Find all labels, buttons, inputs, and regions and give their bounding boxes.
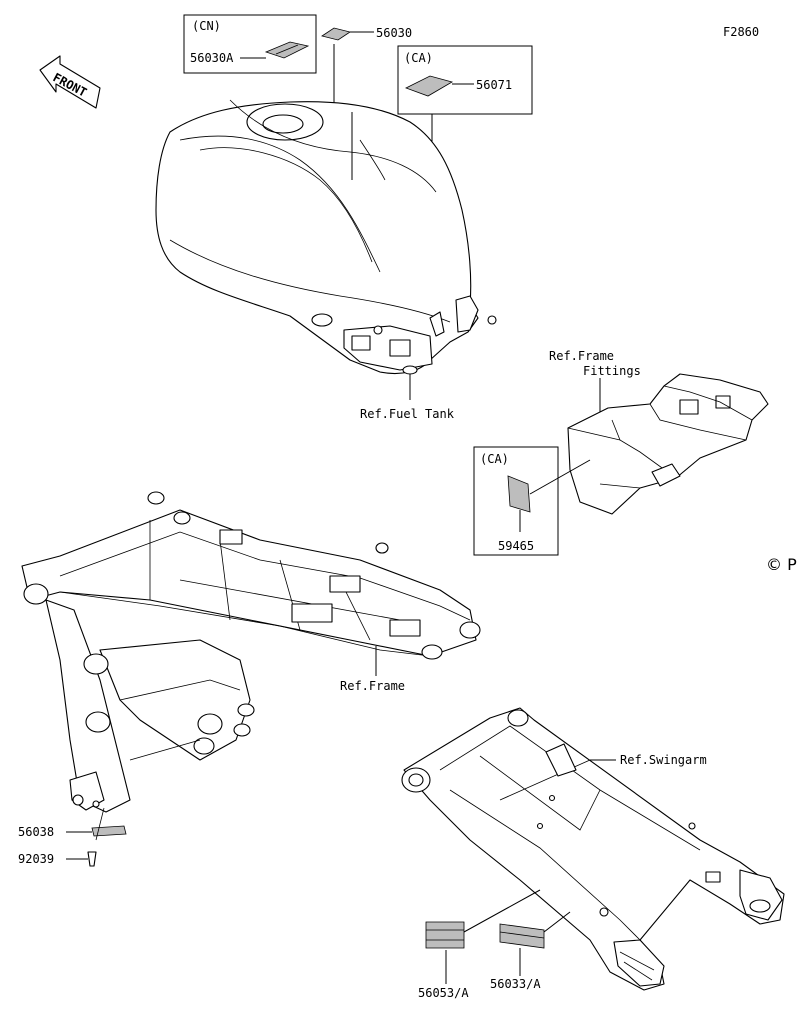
ref-frame-fittings-line2: Fittings <box>583 364 641 378</box>
part-56030-label: 56030 <box>376 26 412 40</box>
part-56033: 56033/A <box>490 911 571 991</box>
part-56038: 56038 <box>18 807 127 841</box>
part-92039: 92039 <box>18 851 97 867</box>
frame <box>21 491 481 813</box>
part-56033-label: 56033/A <box>490 977 541 991</box>
copyright-mark: © P <box>766 555 797 574</box>
cn-group: (CN) 56030A <box>183 14 317 74</box>
swingarm <box>401 707 785 991</box>
ca-fittings-group: (CA) 59465 <box>473 446 591 556</box>
figure-code: F2860 <box>723 25 759 39</box>
ca-tank-group-label: (CA) <box>404 51 433 65</box>
part-56030a-label: 56030A <box>190 51 234 65</box>
part-59465-label: 59465 <box>498 539 534 553</box>
part-56071-label: 56071 <box>476 78 512 92</box>
part-56053-label: 56053/A <box>418 986 469 1000</box>
frame-fittings <box>567 373 769 515</box>
ref-fuel-tank: Ref.Fuel Tank <box>360 407 455 421</box>
part-56053: 56053/A <box>418 889 541 1000</box>
part-56038-label: 56038 <box>18 825 54 839</box>
cn-group-label: (CN) <box>192 19 221 33</box>
part-92039-label: 92039 <box>18 852 54 866</box>
ref-frame: Ref.Frame <box>340 679 405 693</box>
front-arrow-icon: FRONT <box>39 55 101 109</box>
ref-frame-fittings-line1: Ref.Frame <box>549 349 614 363</box>
ref-swingarm: Ref.Swingarm <box>620 753 707 767</box>
fuel-tank <box>155 99 497 400</box>
ca-fittings-group-label: (CA) <box>480 452 509 466</box>
